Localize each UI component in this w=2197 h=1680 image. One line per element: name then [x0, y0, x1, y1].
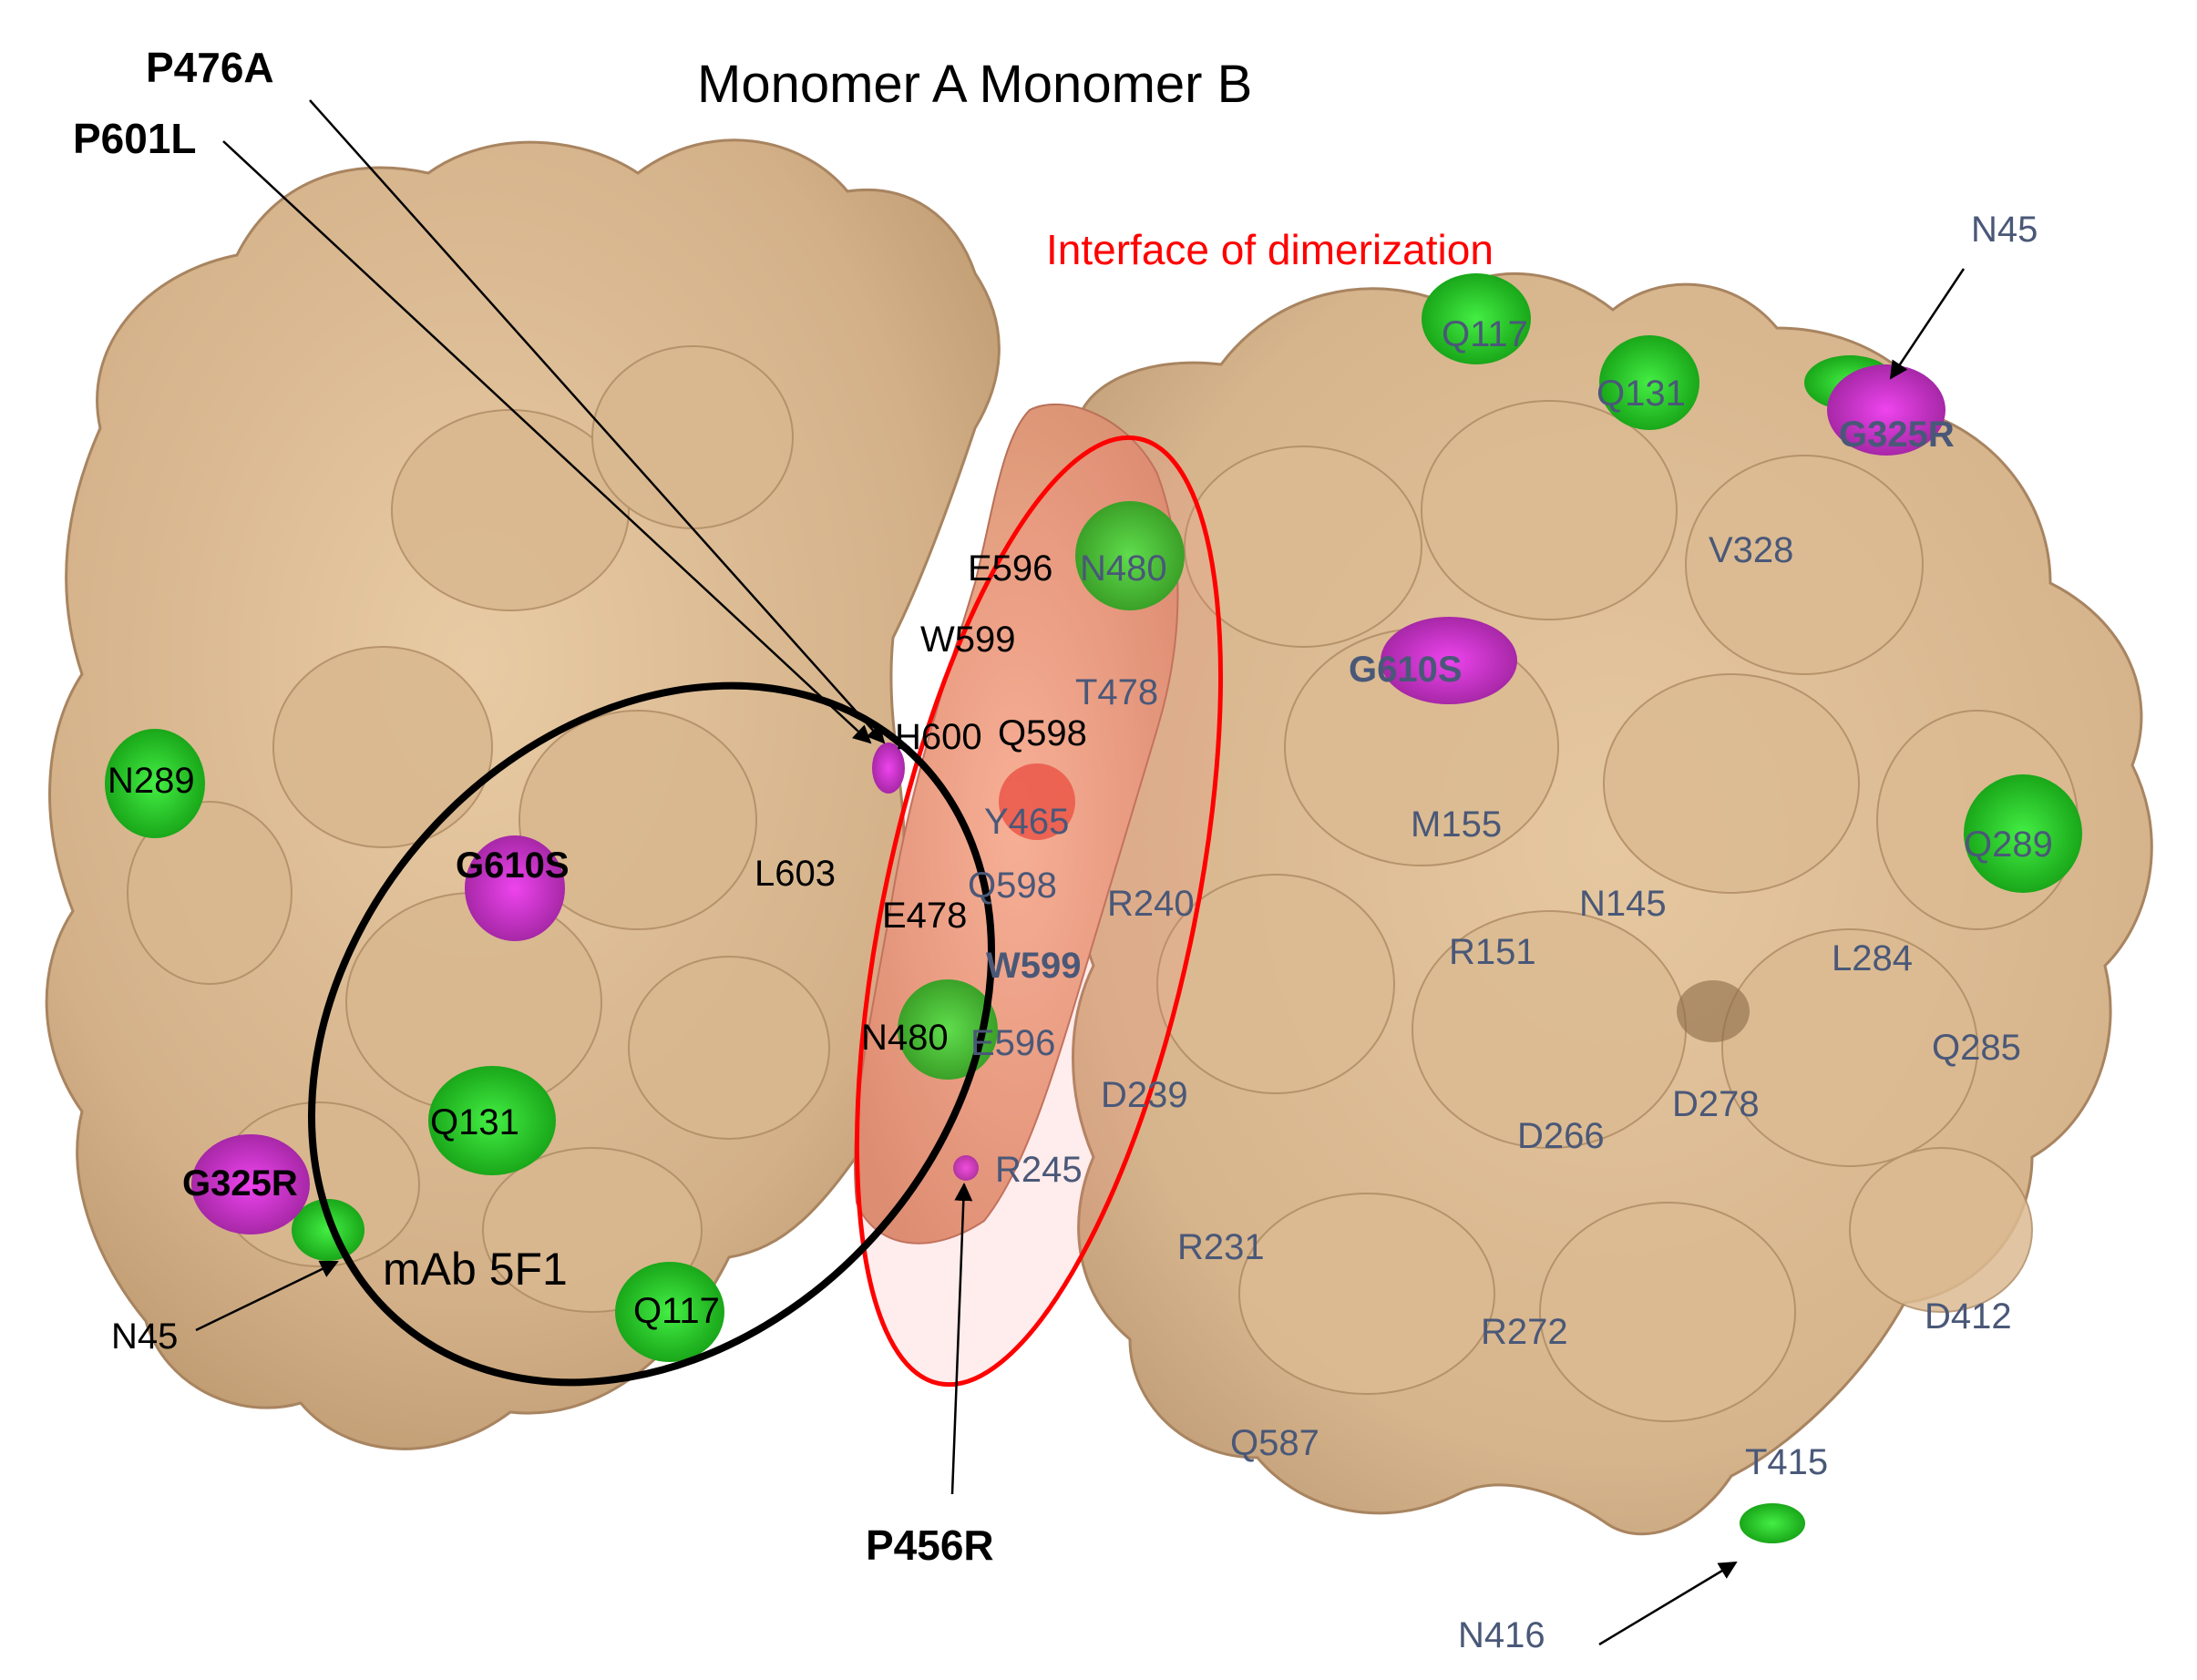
monomer-b-pocket	[1677, 980, 1750, 1042]
b-d266: D266	[1517, 1116, 1605, 1156]
interface-pocket	[999, 763, 1075, 840]
a-w599: W599	[920, 620, 1016, 660]
b-r151: R151	[1449, 932, 1536, 972]
glyco-b-q117	[1422, 273, 1531, 364]
a-e478: E478	[882, 896, 967, 936]
b-q131: Q131	[1596, 374, 1686, 414]
b-v328: V328	[1709, 530, 1793, 570]
glyco-a-n480	[898, 979, 998, 1080]
n416-arrow	[1598, 1561, 1738, 1646]
a-l603: L603	[755, 854, 836, 894]
antibody-epitope-ring	[308, 681, 995, 1387]
mut-b-g325r	[1827, 364, 1945, 456]
mut-a-g610s	[465, 835, 565, 941]
p476a-arrow	[309, 99, 886, 744]
a-q131: Q131	[430, 1102, 519, 1142]
a-n45: N45	[111, 1316, 178, 1357]
glyco-a-n45	[292, 1199, 364, 1261]
p601l-arrow	[222, 140, 872, 744]
label-p476a: P476A	[146, 44, 274, 91]
a-n480: N480	[861, 1018, 949, 1058]
a-n289: N289	[108, 761, 195, 801]
p456r-arrow	[950, 1183, 973, 1495]
b-r240: R240	[1107, 884, 1195, 924]
glyco-a-n289	[105, 729, 205, 838]
b-r272: R272	[1481, 1312, 1568, 1352]
b-q117: Q117	[1442, 314, 1528, 354]
a-q598: Q598	[998, 713, 1087, 753]
glyco-b-n480	[1075, 501, 1185, 610]
b-n416: N416	[1458, 1615, 1545, 1655]
b-n480: N480	[1080, 548, 1167, 589]
b-m155: M155	[1411, 804, 1502, 845]
mut-a-p456r	[953, 1155, 979, 1181]
a-g325r: G325R	[182, 1163, 298, 1204]
a-g610s: G610S	[456, 845, 570, 886]
b-e596: E596	[970, 1023, 1055, 1063]
mutation-sites	[191, 364, 1945, 1234]
b-q598: Q598	[968, 866, 1057, 906]
figure-title: Monomer A Monomer B	[697, 55, 1252, 114]
b-n145: N145	[1579, 884, 1667, 924]
n45-a-arrow	[195, 1260, 339, 1332]
glyco-b-q289	[1964, 774, 2082, 893]
monomer-b-lobes	[1156, 400, 2079, 1422]
glyco-a-q131	[428, 1066, 556, 1175]
b-q285: Q285	[1932, 1028, 2021, 1068]
b-g610s: G610S	[1349, 650, 1463, 690]
b-d239: D239	[1101, 1075, 1188, 1115]
a-e596: E596	[968, 548, 1052, 589]
b-d412: D412	[1925, 1296, 2012, 1337]
mut-a-g325r	[191, 1134, 310, 1234]
n45-b-arrow	[1889, 268, 1966, 380]
label-p456r: P456R	[866, 1521, 994, 1569]
b-t415: T415	[1745, 1442, 1828, 1482]
a-h600: H600	[895, 717, 982, 757]
glyco-b-q131	[1599, 335, 1699, 430]
mut-b-g610s	[1381, 617, 1517, 704]
interface-ring	[855, 435, 1223, 1388]
b-y465: Y465	[984, 802, 1069, 842]
monomer-b-labels: Q117 Q131 N45 G325R N480 V328 G610S T478…	[968, 210, 2053, 1655]
a-q117: Q117	[633, 1291, 720, 1331]
glycosylation-sites	[105, 273, 2082, 1543]
monomer-a-lobes	[127, 345, 830, 1313]
b-q587: Q587	[1230, 1423, 1319, 1463]
monomer-a-labels: N289 G610S L603 H600 Q598 E596 W599 E478…	[108, 548, 1087, 1357]
b-l284: L284	[1832, 938, 1913, 978]
b-w599: W599	[986, 946, 1082, 986]
interface-label: Interface of dimerization	[1046, 226, 1494, 273]
b-r231: R231	[1177, 1227, 1265, 1267]
b-d278: D278	[1672, 1084, 1760, 1124]
callout-lines	[195, 99, 1966, 1646]
mut-a-h600	[872, 743, 905, 794]
glyco-a-q117	[615, 1262, 724, 1362]
b-t478: T478	[1075, 672, 1158, 712]
label-p601l: P601L	[73, 115, 197, 162]
b-q289: Q289	[1964, 825, 2053, 865]
b-g325r: G325R	[1839, 415, 1955, 455]
b-r245: R245	[995, 1150, 1083, 1190]
b-n45: N45	[1971, 210, 2038, 250]
glyco-b-n416	[1740, 1503, 1805, 1543]
antibody-label: mAb 5F1	[383, 1244, 568, 1295]
